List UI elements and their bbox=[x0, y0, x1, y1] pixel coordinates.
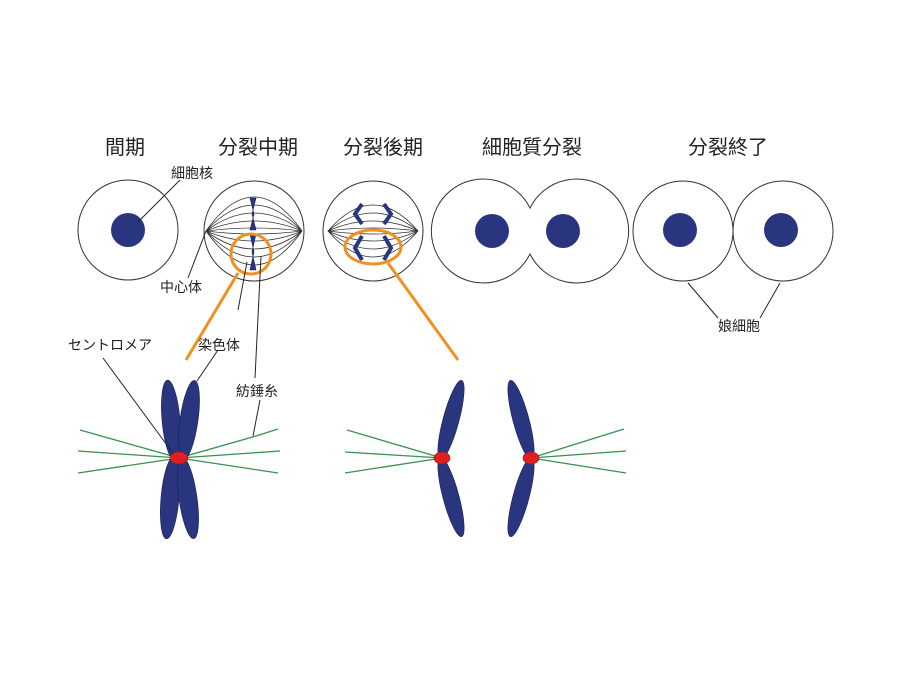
spindle-fiber bbox=[205, 196, 303, 232]
centromere-right bbox=[522, 451, 540, 465]
cytokinesis-cell bbox=[430, 178, 630, 284]
metaphase-chromosome-closeup bbox=[77, 349, 281, 540]
spindle-fiber bbox=[327, 230, 419, 235]
telophase-cells bbox=[632, 180, 834, 319]
spindle-fiber bbox=[327, 212, 419, 232]
title-cytokinesis: 細胞質分裂 bbox=[482, 135, 582, 159]
spindle-fiber bbox=[327, 230, 419, 250]
spindle-fiber bbox=[327, 230, 419, 242]
title-anaphase: 分裂後期 bbox=[343, 135, 423, 159]
spindle-fiber bbox=[205, 230, 303, 250]
anaphase-chromatid-closeup bbox=[344, 380, 627, 537]
spindle-fiber bbox=[327, 230, 419, 258]
title-telophase: 分裂終了 bbox=[688, 135, 768, 159]
spindle-fiber bbox=[327, 204, 419, 232]
metaphase-cell bbox=[184, 180, 305, 379]
title-interphase: 間期 bbox=[105, 135, 145, 159]
centromere bbox=[169, 451, 189, 465]
centromere-left bbox=[433, 451, 451, 465]
anaphase-cell bbox=[322, 180, 460, 361]
spindle-fiber bbox=[205, 230, 303, 258]
label-spindle: 紡錘糸 bbox=[236, 383, 278, 400]
title-metaphase: 分裂中期 bbox=[218, 135, 298, 159]
spindle-fiber bbox=[327, 227, 419, 232]
label-daughter-cells: 娘細胞 bbox=[718, 319, 760, 335]
label-chromosome: 染色体 bbox=[198, 337, 240, 354]
nucleus bbox=[111, 213, 145, 247]
label-nucleus: 細胞核 bbox=[171, 166, 213, 182]
label-centromere: セントロメア bbox=[68, 338, 152, 354]
interphase-cell bbox=[77, 179, 181, 281]
spindle-fibers bbox=[77, 428, 281, 474]
label-centrosome: 中心体 bbox=[160, 280, 202, 296]
spindle-fiber bbox=[327, 220, 419, 232]
